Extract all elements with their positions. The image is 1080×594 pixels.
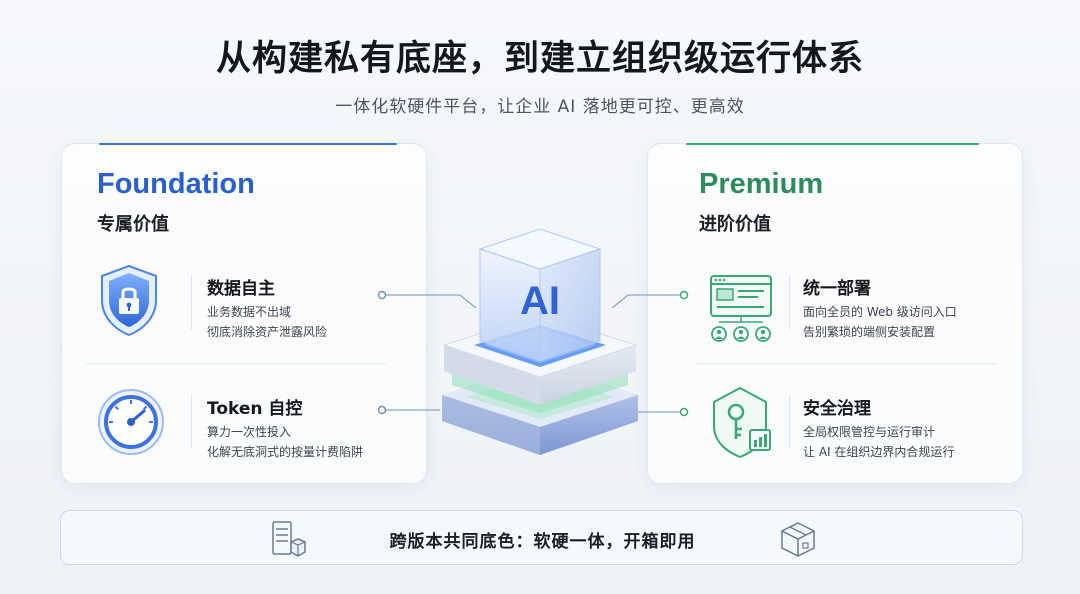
page-title: 从构建私有底座，到建立组织级运行体系 — [215, 39, 864, 79]
feature-separator — [789, 276, 790, 330]
feature-desc-line: 业务数据不出域 — [207, 305, 292, 319]
premium-card: Premium 进阶价值 统 — [647, 143, 1023, 484]
feature-title: 统一部署 — [803, 279, 871, 299]
foundation-title: Foundation — [97, 168, 255, 200]
premium-accent-line — [686, 143, 979, 145]
feature-desc-line: 算力一次性投入 — [207, 425, 292, 439]
web-dashboard-users-icon — [708, 274, 774, 346]
premium-tagline: 进阶价值 — [699, 214, 771, 235]
feature-separator — [789, 394, 790, 448]
feature-title: Token 自控 — [207, 399, 303, 419]
ai-cube-label: AI — [520, 279, 560, 323]
feature-desc-line: 告别繁琐的端侧安装配置 — [803, 325, 936, 339]
feature-desc-line: 全局权限管控与运行审计 — [803, 425, 936, 439]
gauge-icon — [96, 387, 166, 457]
page-subtitle: 一体化软硬件平台，让企业 AI 落地更可控、更高效 — [335, 97, 745, 117]
feature-desc-line: 让 AI 在组织边界内合规运行 — [803, 445, 955, 459]
shield-lock-icon — [96, 262, 162, 338]
feature-title: 数据自主 — [207, 279, 275, 299]
feature-separator — [191, 276, 192, 330]
foundation-card: Foundation 专属价值 数据自主 业务数据不出域 彻底消除资产泄露风险 — [61, 143, 427, 484]
ai-cube-platform-icon: AI — [430, 215, 650, 473]
feature-separator — [191, 394, 192, 448]
server-box-icon — [271, 520, 307, 558]
shield-key-chart-icon — [708, 384, 776, 460]
common-foundation-text: 跨版本共同底色：软硬一体，开箱即用 — [389, 532, 696, 552]
foundation-accent-line — [99, 143, 397, 145]
connector-lines — [377, 290, 689, 417]
feature-desc-line: 化解无底洞式的按量计费陷阱 — [207, 445, 364, 459]
package-box-icon — [779, 520, 817, 558]
feature-divider — [86, 363, 386, 364]
premium-title: Premium — [699, 168, 824, 200]
foundation-tagline: 专属价值 — [97, 214, 169, 235]
feature-desc-line: 彻底消除资产泄露风险 — [207, 325, 328, 339]
feature-desc-line: 面向全员的 Web 级访问入口 — [803, 305, 957, 319]
feature-title: 安全治理 — [803, 399, 871, 419]
common-foundation-bar: 跨版本共同底色：软硬一体，开箱即用 — [60, 510, 1023, 565]
feature-divider — [696, 363, 996, 364]
